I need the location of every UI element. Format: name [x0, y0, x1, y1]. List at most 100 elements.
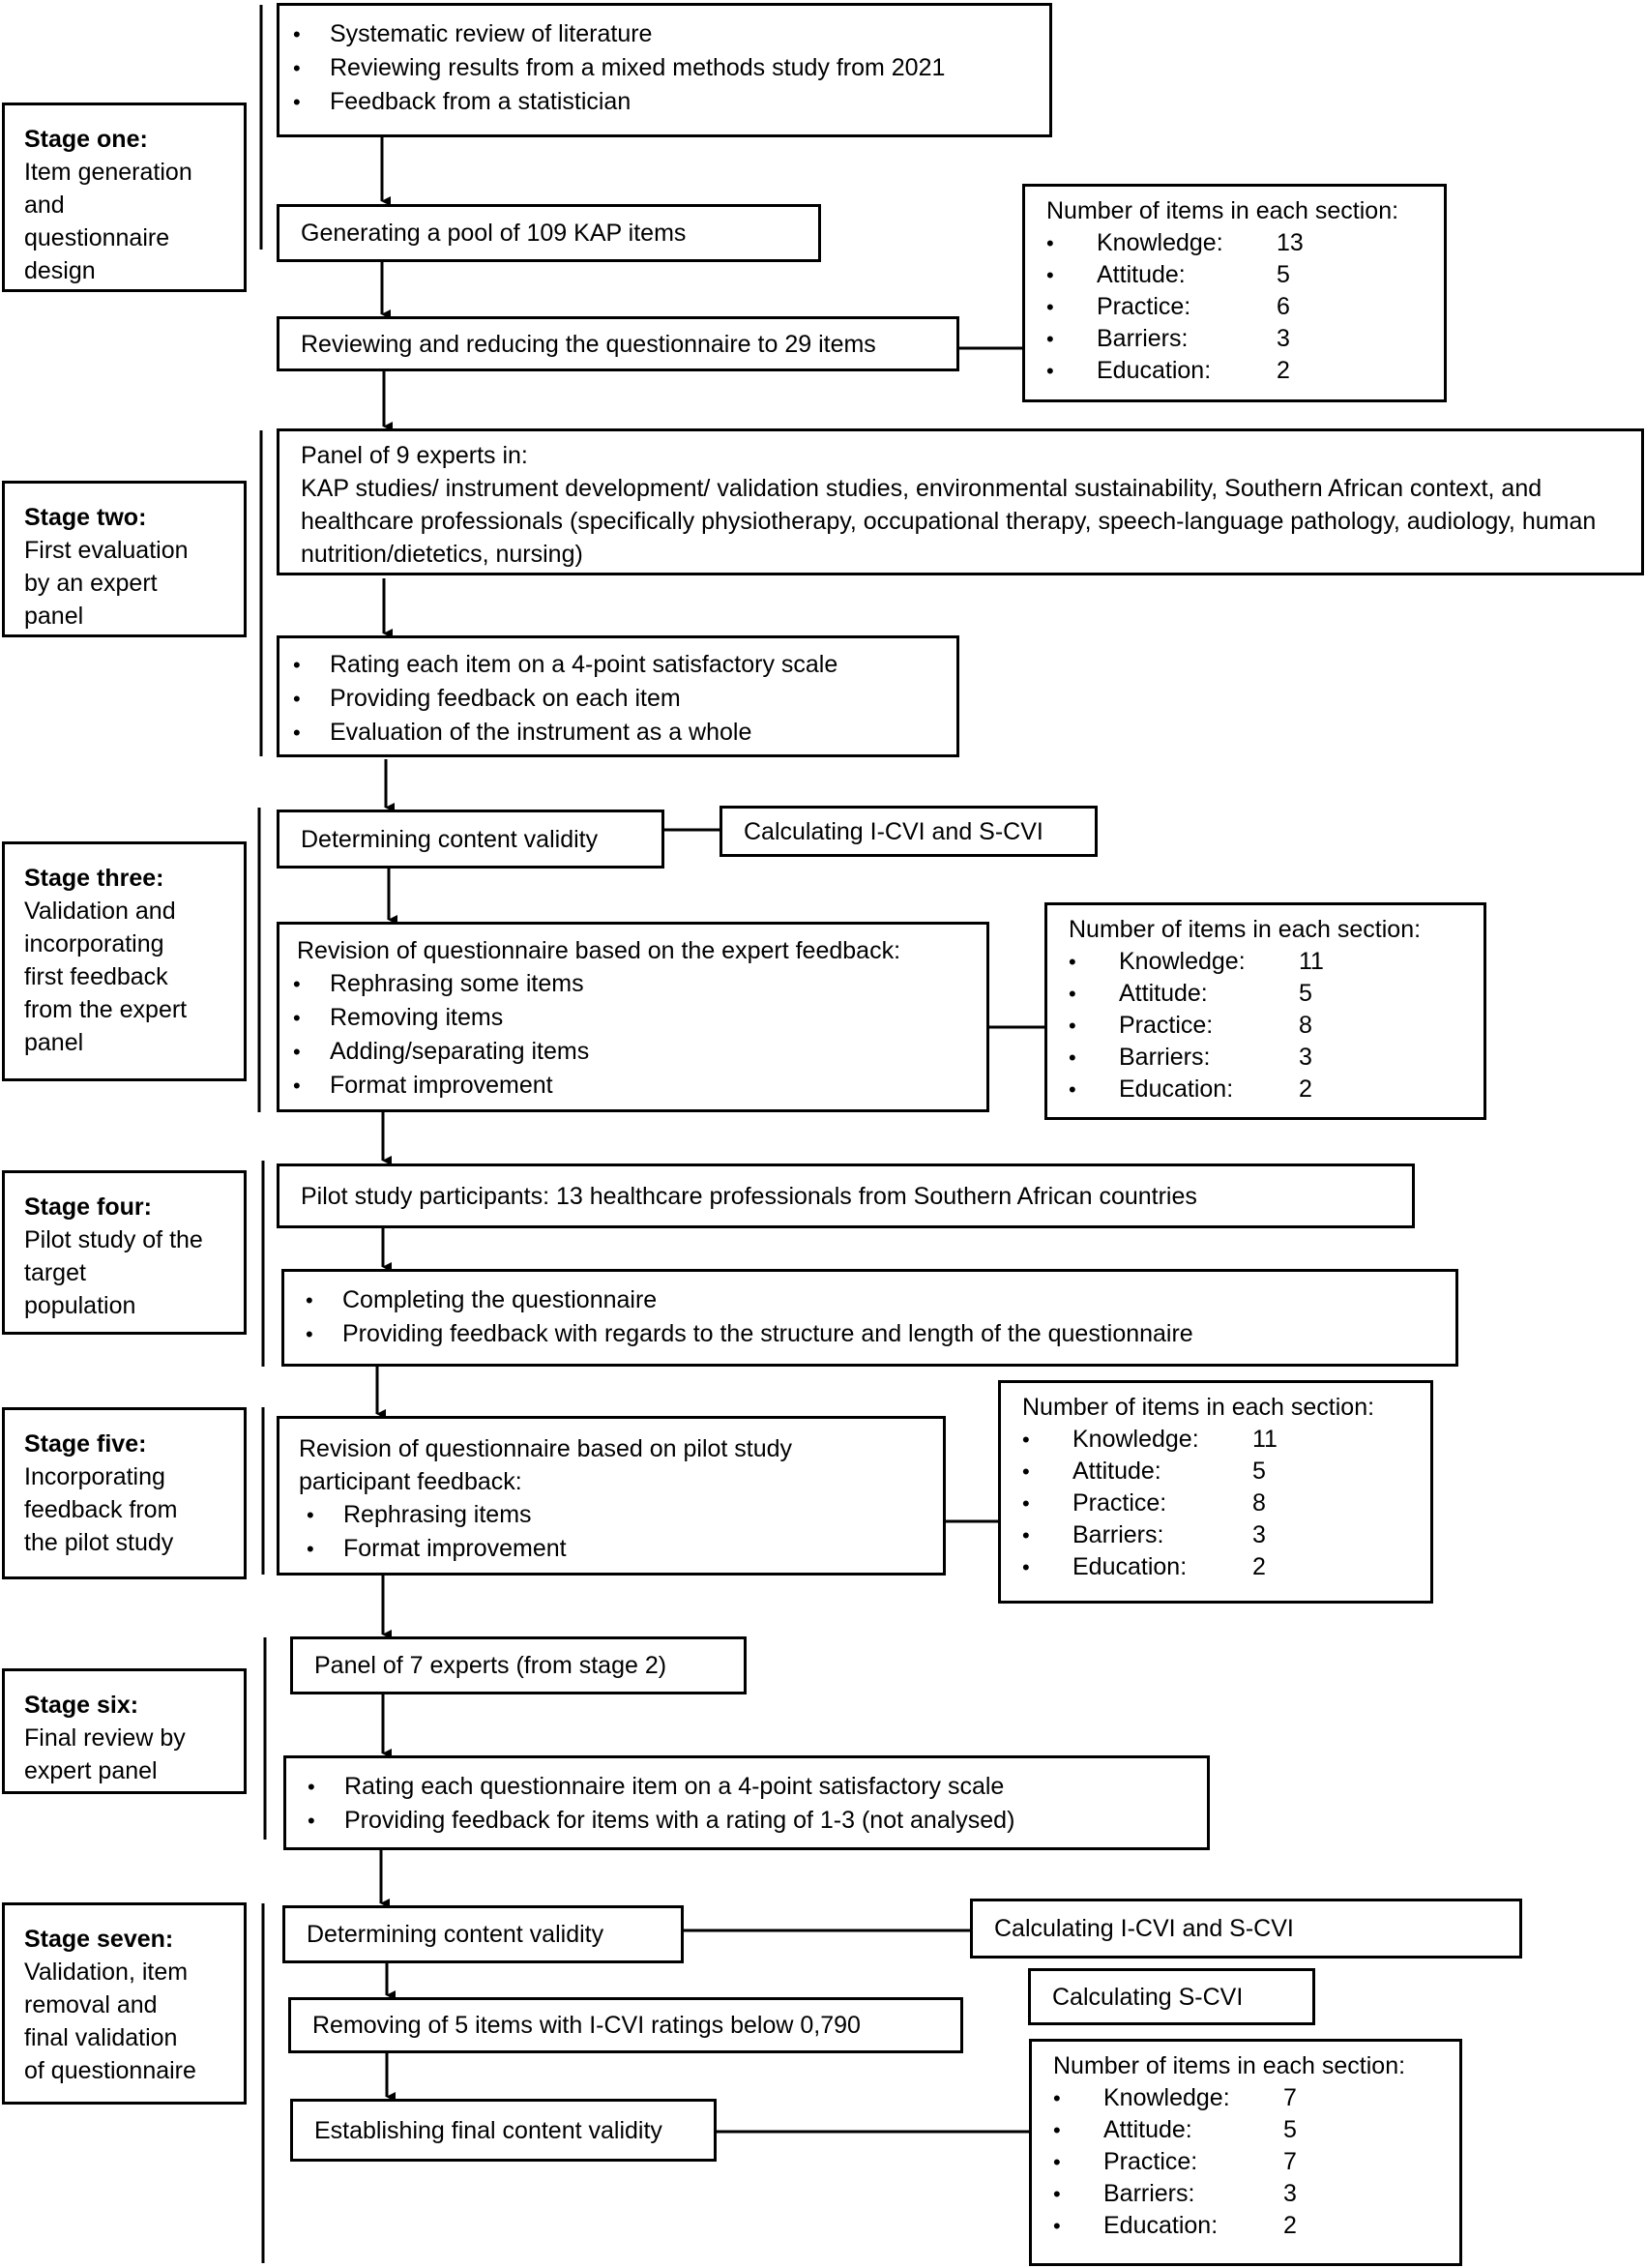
task-item: Evaluation of the instrument as a whole	[279, 716, 956, 750]
count-value: 11	[1252, 1426, 1278, 1453]
final-content-validity-box: Determining content validity	[282, 1905, 684, 1963]
stage-description: Incorporating feedback from the pilot st…	[24, 1463, 178, 1556]
item-pool-box: Generating a pool of 109 KAP items	[277, 204, 821, 262]
calculate-cvi-box: Calculating I-CVI and S-CVI	[970, 1899, 1522, 1959]
task-item: Providing feedback on each item	[279, 682, 956, 716]
section-counts-heading: Number of items in each section:	[1069, 916, 1422, 943]
count-row: •Attitude:5	[1001, 1456, 1430, 1487]
final-validity-text: Establishing final content validity	[314, 2116, 662, 2144]
count-value: 11	[1299, 948, 1324, 975]
pilot-revision-item: Rephrasing items	[293, 1498, 943, 1532]
calculate-scvi-box: Calculating S-CVI	[1028, 1968, 1315, 2025]
count-value: 3	[1299, 1044, 1312, 1071]
count-row: •Education:2	[1032, 2210, 1459, 2242]
count-value: 7	[1283, 2084, 1297, 2111]
count-row: •Attitude:5	[1025, 259, 1444, 291]
stage-six-box: Stage six: Final review by expert panel	[2, 1668, 247, 1794]
count-row: •Practice:6	[1025, 291, 1444, 323]
remove-items-box: Removing of 5 items with I-CVI ratings b…	[288, 1997, 963, 2053]
count-row: •Education:2	[1047, 1074, 1483, 1105]
count-value: 13	[1277, 229, 1304, 256]
remove-items-text: Removing of 5 items with I-CVI ratings b…	[312, 2012, 861, 2039]
final-panel-text: Panel of 7 experts (from stage 2)	[314, 1652, 667, 1679]
count-row: •Barriers:3	[1025, 323, 1444, 355]
section-counts-heading: Number of items in each section:	[1053, 2052, 1406, 2079]
source-item: Systematic review of literature	[279, 17, 1049, 51]
literature-sources-box: Systematic review of literature Reviewin…	[277, 3, 1052, 137]
stage-seven-box: Stage seven: Validation, item removal an…	[2, 1902, 247, 2105]
stage-description: Final review by expert panel	[24, 1724, 186, 1784]
section-counts-box: Number of items in each section: •Knowle…	[998, 1380, 1433, 1604]
count-category: Knowledge:	[1103, 2084, 1230, 2111]
final-panel-box: Panel of 7 experts (from stage 2)	[290, 1636, 747, 1694]
pilot-tasks-box: Completing the questionnaire Providing f…	[281, 1269, 1458, 1367]
pilot-participants-text: Pilot study participants: 13 healthcare …	[301, 1182, 1197, 1210]
count-category: Practice:	[1097, 293, 1191, 320]
expert-panel-box: Panel of 9 experts in: KAP studies/ inst…	[277, 428, 1644, 575]
stage-description: Validation and incorporating first feedb…	[24, 898, 188, 1056]
count-value: 2	[1283, 2212, 1297, 2239]
count-value: 2	[1277, 357, 1290, 384]
count-value: 5	[1283, 2116, 1297, 2143]
stage-five-box: Stage five: Incorporating feedback from …	[2, 1407, 247, 1579]
pilot-participants-box: Pilot study participants: 13 healthcare …	[277, 1163, 1415, 1228]
pilot-revision-box: Revision of questionnaire based on pilot…	[277, 1416, 946, 1576]
count-category: Knowledge:	[1072, 1426, 1199, 1453]
count-category: Attitude:	[1103, 2116, 1192, 2143]
stage-four-box: Stage four: Pilot study of the target po…	[2, 1170, 247, 1335]
stage-description: Item generation and questionnaire design	[24, 159, 192, 284]
revision-item: Removing items	[279, 1001, 986, 1035]
count-category: Barriers:	[1119, 1044, 1211, 1071]
section-counts-box: Number of items in each section: •Knowle…	[1029, 2039, 1462, 2266]
stage-title: Stage five:	[24, 1430, 147, 1458]
task-item: Rating each item on a 4-point satisfacto…	[279, 648, 956, 682]
item-pool-text: Generating a pool of 109 KAP items	[301, 220, 687, 247]
count-row: •Practice:8	[1001, 1487, 1430, 1519]
count-category: Knowledge:	[1097, 229, 1223, 256]
reduce-questionnaire-box: Reviewing and reducing the questionnaire…	[277, 316, 959, 371]
count-category: Attitude:	[1072, 1458, 1161, 1485]
revision-item: Format improvement	[279, 1069, 986, 1103]
stage-title: Stage one:	[24, 126, 148, 153]
count-value: 5	[1252, 1458, 1266, 1485]
expert-tasks-box: Rating each item on a 4-point satisfacto…	[277, 635, 959, 757]
stage-three-box: Stage three: Validation and incorporatin…	[2, 841, 247, 1081]
count-value: 3	[1277, 325, 1290, 352]
calculate-cvi-text: Calculating I-CVI and S-CVI	[744, 817, 1043, 845]
calculate-scvi-text: Calculating S-CVI	[1052, 1983, 1244, 2011]
stage-two-box: Stage two: First evaluation by an expert…	[2, 481, 247, 637]
expert-panel-text: KAP studies/ instrument development/ val…	[301, 475, 1597, 568]
count-category: Barriers:	[1103, 2180, 1195, 2207]
count-category: Knowledge:	[1119, 948, 1246, 975]
count-row: •Attitude:5	[1047, 978, 1483, 1010]
calculate-cvi-text: Calculating I-CVI and S-CVI	[994, 1915, 1294, 1942]
stage-title: Stage four:	[24, 1193, 152, 1221]
stage-one-box: Stage one: Item generation and questionn…	[2, 103, 247, 292]
count-value: 2	[1299, 1075, 1312, 1103]
content-validity-box: Determining content validity	[277, 810, 664, 869]
expert-revision-box: Revision of questionnaire based on the e…	[277, 922, 989, 1112]
calculate-cvi-box: Calculating I-CVI and S-CVI	[720, 806, 1098, 857]
section-counts-heading: Number of items in each section:	[1022, 1394, 1375, 1421]
stage-title: Stage seven:	[24, 1926, 174, 1953]
content-validity-text: Determining content validity	[301, 825, 599, 853]
expert-panel-lead: Panel of 9 experts in:	[301, 442, 528, 469]
stage-title: Stage two:	[24, 504, 147, 531]
count-category: Attitude:	[1097, 261, 1186, 288]
count-category: Education:	[1097, 357, 1212, 384]
count-category: Practice:	[1119, 1012, 1214, 1039]
revision-lead: Revision of questionnaire based on the e…	[297, 937, 901, 964]
final-content-validity-text: Determining content validity	[307, 1921, 604, 1948]
final-validity-box: Establishing final content validity	[290, 2099, 717, 2162]
count-value: 2	[1252, 1553, 1266, 1580]
section-counts-box: Number of items in each section: •Knowle…	[1022, 184, 1447, 402]
pilot-task-item: Completing the questionnaire	[292, 1283, 1455, 1317]
count-category: Education:	[1072, 1553, 1188, 1580]
count-value: 5	[1277, 261, 1290, 288]
count-row: •Barriers:3	[1032, 2178, 1459, 2210]
count-row: •Knowledge:7	[1032, 2082, 1459, 2114]
source-item: Reviewing results from a mixed methods s…	[279, 51, 1049, 85]
final-review-item: Providing feedback for items with a rati…	[294, 1804, 1207, 1838]
count-row: •Knowledge:11	[1001, 1424, 1430, 1456]
count-value: 6	[1277, 293, 1290, 320]
